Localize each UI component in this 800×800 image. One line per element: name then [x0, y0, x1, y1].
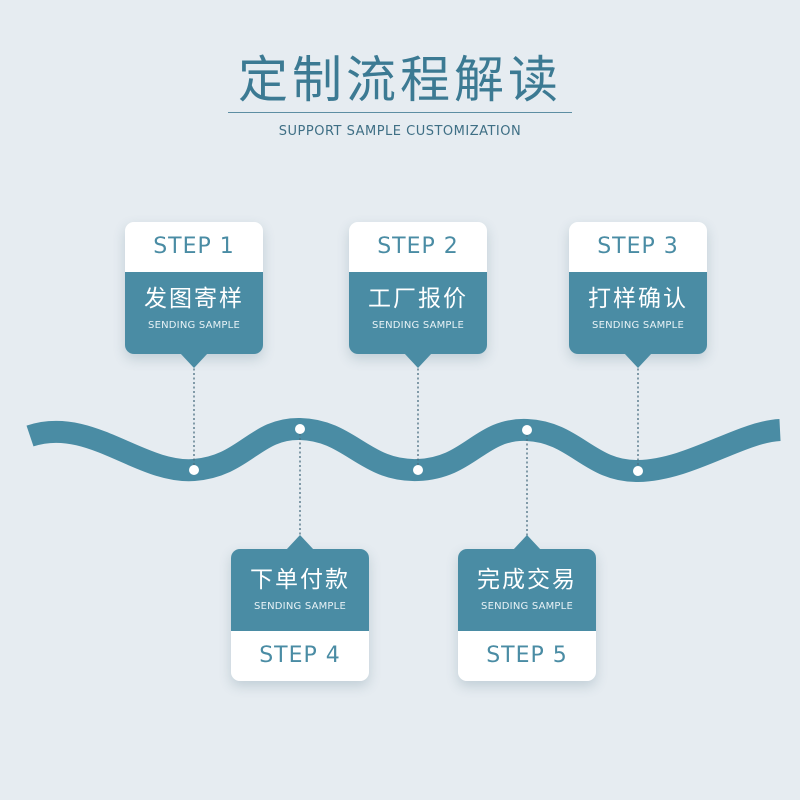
- step-card-1: STEP 1 发图寄样 SENDING SAMPLE: [125, 222, 263, 368]
- step-title: 发图寄样: [144, 286, 244, 312]
- page-subtitle: SUPPORT SAMPLE CUSTOMIZATION: [278, 124, 522, 139]
- node-step-5: [522, 425, 532, 435]
- card-pointer: [404, 353, 432, 368]
- step-title: 下单付款: [250, 567, 350, 593]
- node-step-2: [413, 465, 423, 475]
- step-label: STEP 2: [349, 222, 487, 272]
- step-card-3: STEP 3 打样确认 SENDING SAMPLE: [569, 222, 707, 368]
- step-card-4: 下单付款 SENDING SAMPLE STEP 4: [231, 535, 369, 681]
- step-title: 完成交易: [477, 567, 577, 593]
- card-pointer: [180, 353, 208, 368]
- node-step-3: [633, 466, 643, 476]
- step-label: STEP 4: [231, 631, 369, 681]
- step-caption: SENDING SAMPLE: [254, 601, 346, 612]
- step-body: 发图寄样 SENDING SAMPLE: [125, 272, 263, 354]
- step-label: STEP 3: [569, 222, 707, 272]
- step-title: 打样确认: [588, 286, 688, 312]
- step-card-2: STEP 2 工厂报价 SENDING SAMPLE: [349, 222, 487, 368]
- step-card-5: 完成交易 SENDING SAMPLE STEP 5: [458, 535, 596, 681]
- page-title: 定制流程解读: [238, 51, 562, 109]
- step-title: 工厂报价: [368, 286, 468, 312]
- step-caption: SENDING SAMPLE: [148, 320, 240, 331]
- card-pointer: [286, 535, 314, 550]
- step-caption: SENDING SAMPLE: [481, 601, 573, 612]
- step-label: STEP 1: [125, 222, 263, 272]
- step-caption: SENDING SAMPLE: [372, 320, 464, 331]
- step-body: 完成交易 SENDING SAMPLE: [458, 549, 596, 631]
- title-divider: [228, 112, 572, 113]
- card-pointer: [624, 353, 652, 368]
- step-body: 下单付款 SENDING SAMPLE: [231, 549, 369, 631]
- node-step-1: [189, 465, 199, 475]
- step-caption: SENDING SAMPLE: [592, 320, 684, 331]
- wave-band: [26, 417, 782, 483]
- step-label: STEP 5: [458, 631, 596, 681]
- step-body: 工厂报价 SENDING SAMPLE: [349, 272, 487, 354]
- node-step-4: [295, 424, 305, 434]
- card-pointer: [513, 535, 541, 550]
- step-body: 打样确认 SENDING SAMPLE: [569, 272, 707, 354]
